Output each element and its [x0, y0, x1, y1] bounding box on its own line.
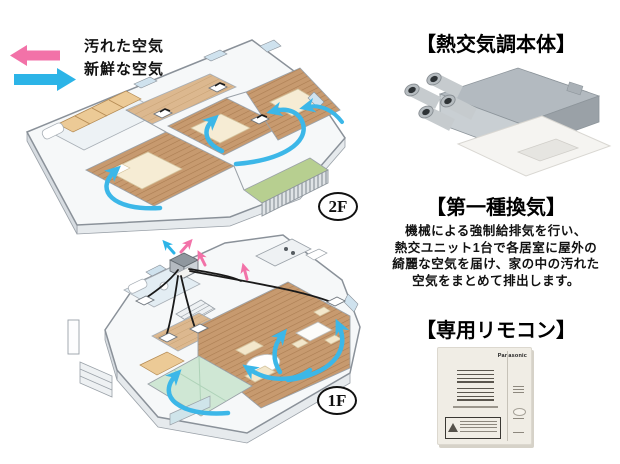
- 1f-entrance-steps: [79, 361, 113, 398]
- section-title-ventilation: 【第一種換気】: [426, 197, 566, 219]
- unit-ducts: [404, 72, 477, 131]
- 1f-tatami-closet: [139, 351, 185, 376]
- description-line: 機械による強制給排気を行い、: [405, 224, 587, 238]
- panasonic-logo: Panasonic: [497, 353, 527, 359]
- 2f-window: [133, 76, 158, 89]
- floorplan-2f: [25, 39, 346, 235]
- airflow-arrow-1f-dining: [285, 318, 350, 383]
- air-legend: 汚れた空気 新鮮な空気: [10, 34, 165, 91]
- airflow-arrow-2f-bedroom-a: [104, 165, 163, 211]
- 1f-porch-pillar: [67, 319, 80, 355]
- dirty-air-label: 汚れた空気: [84, 37, 165, 55]
- floorplan-1f: [67, 234, 361, 444]
- unit-panel-vent: [516, 138, 580, 162]
- remote-caption-text: [453, 406, 498, 408]
- remote-speaker-slots: [457, 388, 494, 403]
- ventilation-description: 機械による強制給排気を行い、 熱交ユニット1台で各居室に屋外の 綺麗な空気を届け…: [376, 223, 616, 289]
- unit-exhaust-arrow: [179, 238, 193, 254]
- 2f-window: [259, 39, 282, 53]
- unit-ceiling-panel: [456, 115, 612, 177]
- remote-speaker-slots: [457, 370, 494, 385]
- 2f-vent: [152, 108, 174, 119]
- floor-badge-1f: 1F: [317, 386, 357, 415]
- legend-row-dirty: 汚れた空気: [10, 34, 165, 66]
- 2f-vent: [207, 82, 229, 93]
- description-line: 空気をまとめて排出します。: [412, 273, 580, 288]
- 1f-washbasin: [159, 281, 169, 291]
- section-title-remote: 【専用リモコン】: [416, 320, 576, 342]
- airflow-arrow-2f-bedroom-c: [233, 101, 306, 167]
- unit-fresh-arrow: [162, 239, 176, 255]
- 1f-window: [343, 293, 359, 313]
- 2f-bed-a: [107, 151, 183, 190]
- remote-button: [513, 408, 526, 416]
- 2f-bathtub: [41, 122, 65, 140]
- fresh-air-label: 新鮮な空気: [84, 60, 165, 78]
- 2f-window: [203, 49, 228, 62]
- airflow-arrow-1f-living-up: [271, 328, 288, 375]
- vent-exhaust-arrow: [197, 250, 207, 267]
- 1f-kitchen-counter: [255, 238, 328, 267]
- 2f-closet-doors: [57, 90, 142, 133]
- 1f-window: [145, 264, 167, 277]
- 1f-bathtub: [127, 278, 148, 294]
- remote-divider: [507, 351, 508, 441]
- airflow-arrow-1f-tatami: [165, 369, 231, 416]
- description-line: 綺麗な空気を届け、家の中の汚れた: [392, 257, 600, 271]
- remote-warning-label: [445, 417, 501, 439]
- airflow-arrow-1f-living-left: [242, 364, 313, 382]
- vent-exhaust-arrow: [240, 262, 251, 281]
- remote-control-photo: Panasonic: [437, 347, 532, 445]
- section-title-unit: 【熱交気調本体】: [416, 34, 576, 56]
- 2f-balcony-railing: [261, 169, 329, 217]
- floor-badge-2f: 2F: [318, 192, 358, 221]
- 2f-vent: [249, 114, 271, 125]
- 1f-vent: [134, 295, 347, 343]
- heat-exchange-unit-photo: [404, 67, 612, 177]
- description-line: 熱交ユニット1台で各居室に屋外の: [394, 240, 598, 255]
- legend-row-fresh: 新鮮な空気: [10, 57, 165, 91]
- airflow-arrow-2f-bedroom-b: [202, 114, 225, 154]
- airflow-arrow-2f-window-in: [299, 97, 344, 124]
- warning-triangle-icon: [448, 423, 458, 432]
